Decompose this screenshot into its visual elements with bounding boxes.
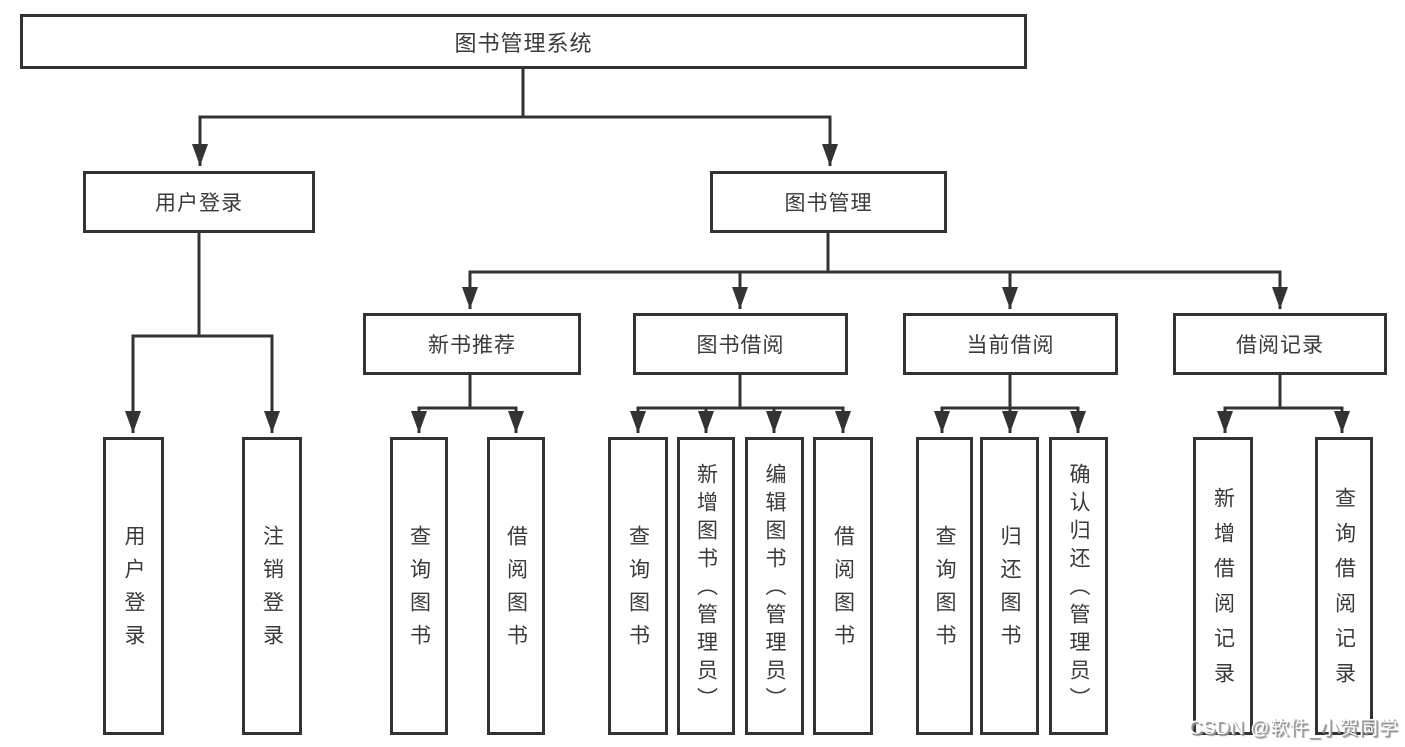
node-book-management-label: 图书管理 bbox=[784, 192, 873, 215]
leaf-add-books-admin-label: 新增图书（管理员） bbox=[694, 463, 718, 715]
leaf-borrow-books-borrowing: 借阅图书 bbox=[813, 437, 873, 735]
leaf-confirm-return-admin: 确认归还（管理员） bbox=[1049, 437, 1108, 735]
edges-borrow-records-to-leaves bbox=[1217, 375, 1350, 433]
leaf-edit-books-admin-label: 编辑图书（管理员） bbox=[763, 463, 786, 715]
leaf-query-books-current-label: 查询图书 bbox=[933, 525, 956, 657]
leaf-confirm-return-admin-label: 确认归还（管理员） bbox=[1067, 463, 1090, 715]
leaf-query-books-borrowing-label: 查询图书 bbox=[626, 525, 650, 657]
node-book-borrowing: 图书借阅 bbox=[633, 313, 848, 375]
node-library-system-label: 图书管理系统 bbox=[454, 30, 593, 56]
node-borrowing-records-label: 借阅记录 bbox=[1236, 334, 1324, 357]
node-new-book-recommend: 新书推荐 bbox=[363, 313, 581, 375]
leaf-add-borrow-record-label: 新增借阅记录 bbox=[1211, 487, 1235, 697]
node-user-login: 用户登录 bbox=[83, 171, 315, 233]
leaf-borrow-books-recommend-label: 借阅图书 bbox=[504, 525, 528, 657]
node-new-book-recommend-label: 新书推荐 bbox=[428, 334, 516, 357]
edges-root-to-level2 bbox=[192, 69, 838, 166]
leaf-borrow-books-borrowing-label: 借阅图书 bbox=[831, 525, 855, 657]
edges-new-book-rec-to-leaves bbox=[411, 375, 524, 433]
leaf-query-books-current: 查询图书 bbox=[916, 437, 973, 735]
leaf-query-books-borrowing: 查询图书 bbox=[608, 437, 668, 735]
leaf-query-books-recommend: 查询图书 bbox=[390, 437, 448, 735]
leaf-return-books-label: 归还图书 bbox=[998, 525, 1021, 657]
edges-book-borrow-to-leaves bbox=[630, 375, 851, 433]
csdn-watermark: CSDN @软件_小贺同学 bbox=[1188, 718, 1398, 739]
leaf-add-books-admin: 新增图书（管理员） bbox=[677, 437, 735, 735]
edges-user-login-to-leaves bbox=[125, 233, 280, 433]
node-user-login-label: 用户登录 bbox=[155, 192, 243, 215]
leaf-add-borrow-record: 新增借阅记录 bbox=[1193, 437, 1253, 735]
leaf-borrow-books-recommend: 借阅图书 bbox=[487, 437, 545, 735]
leaf-user-login: 用户登录 bbox=[103, 437, 164, 735]
edges-current-borrow-to-leaves bbox=[934, 375, 1086, 433]
leaf-logout: 注销登录 bbox=[242, 437, 302, 735]
leaf-logout-label: 注销登录 bbox=[260, 525, 284, 657]
leaf-edit-books-admin: 编辑图书（管理员） bbox=[745, 437, 804, 735]
node-current-borrowing-label: 当前借阅 bbox=[966, 334, 1055, 357]
edges-book-mgmt-to-level3 bbox=[462, 233, 1288, 309]
leaf-user-login-label: 用户登录 bbox=[122, 525, 145, 657]
leaf-query-books-recommend-label: 查询图书 bbox=[407, 525, 431, 657]
leaf-return-books: 归还图书 bbox=[980, 437, 1039, 735]
node-book-management: 图书管理 bbox=[710, 171, 947, 233]
leaf-query-borrow-record-label: 查询借阅记录 bbox=[1332, 487, 1356, 697]
node-library-system: 图书管理系统 bbox=[20, 14, 1027, 69]
leaf-query-borrow-record: 查询借阅记录 bbox=[1315, 437, 1373, 735]
node-current-borrowing: 当前借阅 bbox=[903, 313, 1118, 375]
node-borrowing-records: 借阅记录 bbox=[1173, 313, 1387, 375]
node-book-borrowing-label: 图书借阅 bbox=[696, 334, 785, 357]
